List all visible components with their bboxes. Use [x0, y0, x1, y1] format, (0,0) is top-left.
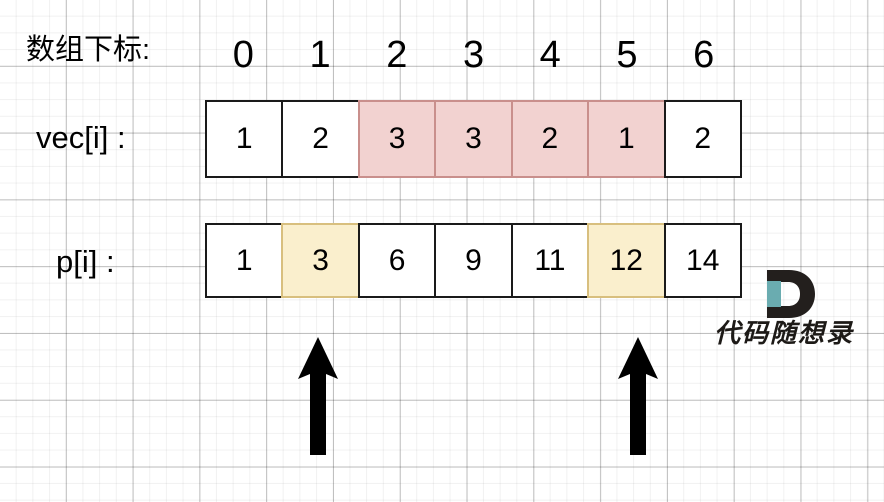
- brand-d-logo-icon: [767, 270, 815, 318]
- index-label-4: 4: [539, 34, 561, 76]
- vec-cell-5: 1: [587, 100, 664, 178]
- up-arrow-icon-right: [618, 337, 658, 455]
- watermark: 代码随想录: [689, 268, 879, 360]
- index-label-2: 2: [386, 34, 408, 76]
- p-cell-6: 14: [663, 223, 742, 298]
- up-arrow-icon-left: [298, 337, 338, 455]
- index-label-6: 6: [693, 34, 715, 76]
- vec-cell-1: 2: [281, 100, 358, 178]
- index-label-1: 1: [309, 34, 331, 76]
- p-cell-5: 12: [587, 223, 664, 298]
- vec-cell-2: 3: [357, 100, 435, 178]
- watermark-text: 代码随想录: [713, 319, 854, 349]
- vec-row-label: vec[i] :: [36, 120, 126, 155]
- p-array-row: 1 3 6 9 11 12 14: [205, 223, 742, 298]
- vec-cell-4: 2: [510, 100, 588, 178]
- index-row-label: 数组下标:: [26, 34, 151, 66]
- index-header-row: 0 1 2 3 4 5 6: [205, 33, 742, 77]
- p-cell-2: 6: [357, 223, 435, 298]
- index-label-5: 5: [616, 34, 638, 76]
- index-label-3: 3: [462, 34, 485, 76]
- vec-cell-0: 1: [205, 100, 282, 178]
- vec-array-row: 1 2 3 3 2 1 2: [205, 100, 742, 178]
- p-cell-4: 11: [510, 223, 588, 298]
- vec-cell-6: 2: [663, 100, 742, 178]
- index-label-0: 0: [232, 34, 254, 76]
- vec-cell-3: 3: [434, 100, 511, 178]
- p-cell-3: 9: [434, 223, 511, 298]
- p-cell-0: 1: [205, 223, 282, 298]
- p-cell-1: 3: [281, 223, 358, 298]
- p-row-label: p[i] :: [56, 244, 115, 279]
